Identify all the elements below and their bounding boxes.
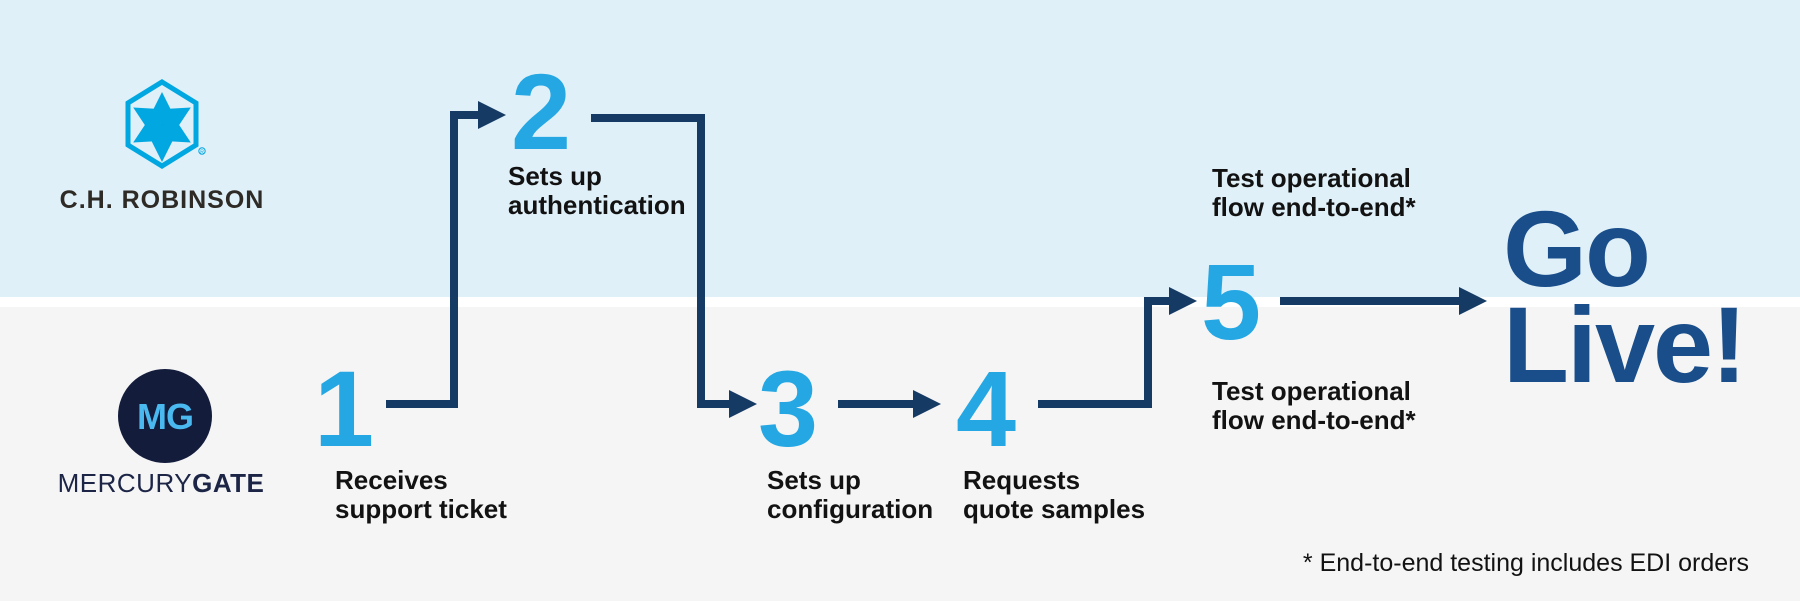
step-5-label-bottom-line1: Test operational bbox=[1212, 376, 1411, 406]
connector-1-2-horizontal bbox=[386, 400, 458, 408]
registered-mark-icon: R bbox=[200, 150, 204, 156]
step-2-number: 2 bbox=[511, 51, 571, 172]
mercurygate-lane bbox=[0, 307, 1800, 601]
arrowhead-into-golive-icon bbox=[1459, 287, 1487, 315]
step-5-label-top-line2: flow end-to-end* bbox=[1212, 192, 1416, 222]
connector-4-5-horizontal-bottom bbox=[1038, 400, 1152, 408]
connector-4-5-vertical bbox=[1144, 297, 1152, 408]
footnote: * End-to-end testing includes EDI orders bbox=[1302, 549, 1749, 577]
mercurygate-wordmark-regular: MERCURY bbox=[57, 468, 193, 498]
step-3-label-line2: configuration bbox=[767, 494, 934, 524]
connector-1-2-vertical bbox=[450, 111, 458, 408]
connector-2-3-horizontal-top bbox=[591, 114, 704, 122]
step-4-label-line2: quote samples bbox=[963, 494, 1146, 524]
step-2-label: Sets up authentication bbox=[508, 162, 686, 220]
step-1-label: Receives support ticket bbox=[335, 466, 507, 524]
step-1-number: 1 bbox=[314, 348, 374, 469]
connector-5-golive-horizontal bbox=[1280, 297, 1460, 305]
chrobinson-logo-wordmark: C.H. ROBINSON bbox=[59, 186, 265, 214]
mercurygate-wordmark-bold: GATE bbox=[192, 468, 265, 498]
lane-divider bbox=[0, 297, 1800, 307]
step-4-number: 4 bbox=[956, 348, 1016, 469]
step-5-label-bottom: Test operational flow end-to-end* bbox=[1212, 377, 1416, 435]
connector-2-3-vertical bbox=[697, 114, 705, 408]
arrowhead-into-3-icon bbox=[729, 390, 757, 418]
step-3-label: Sets up configuration bbox=[767, 466, 933, 524]
step-2-label-line2: authentication bbox=[508, 190, 686, 220]
connector-4-5-stub bbox=[1144, 297, 1171, 305]
go-live-line2: Live! bbox=[1503, 284, 1747, 405]
arrowhead-into-4-icon bbox=[913, 390, 941, 418]
chrobinson-logo-icon: R bbox=[125, 79, 206, 169]
arrowhead-into-2-icon bbox=[478, 101, 506, 129]
arrowhead-into-5-icon bbox=[1169, 287, 1197, 315]
go-live-line1: Go bbox=[1503, 188, 1651, 309]
step-1-label-line1: Receives bbox=[335, 465, 448, 495]
step-5-label-bottom-line2: flow end-to-end* bbox=[1212, 405, 1416, 435]
step-3-label-line1: Sets up bbox=[767, 465, 861, 495]
connector-1-2-stub bbox=[450, 111, 480, 119]
step-5-number: 5 bbox=[1201, 241, 1261, 362]
step-1-label-line2: support ticket bbox=[335, 494, 507, 524]
step-5-label-top: Test operational flow end-to-end* bbox=[1212, 164, 1416, 222]
connector-3-4-horizontal bbox=[838, 400, 914, 408]
go-live-text: Go Live! bbox=[1503, 188, 1747, 405]
mercurygate-logo-wordmark: MERCURYGATE bbox=[54, 468, 268, 499]
chrobinson-lane bbox=[0, 0, 1800, 297]
step-5-label-top-line1: Test operational bbox=[1212, 163, 1411, 193]
connector-2-3-horizontal-bottom bbox=[697, 400, 730, 408]
mercurygate-monogram: MG bbox=[137, 396, 193, 437]
step-4-label: Requests quote samples bbox=[963, 466, 1145, 524]
mercurygate-logo-icon: MG bbox=[118, 369, 212, 463]
step-3-number: 3 bbox=[758, 348, 818, 469]
step-2-label-line1: Sets up bbox=[508, 161, 602, 191]
step-4-label-line1: Requests bbox=[963, 465, 1081, 495]
